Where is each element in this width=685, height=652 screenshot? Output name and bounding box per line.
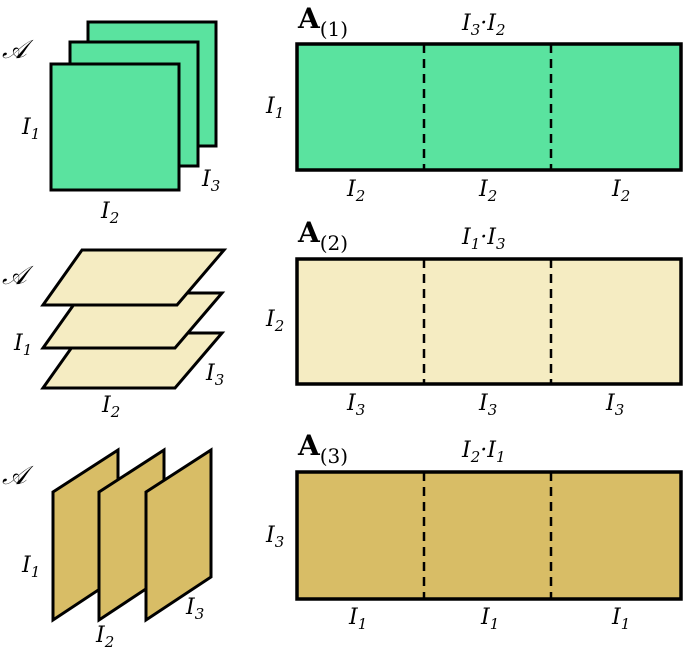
tensor-mode1: 𝒜 I1 I2 I3	[2, 20, 220, 227]
matrix1-body	[295, 42, 683, 172]
tensor-symbol-1: 𝒜	[2, 35, 34, 65]
horizontal-slice-1	[40, 248, 228, 307]
matrix2-body	[295, 257, 683, 386]
tensor-mode3: 𝒜 I1 I2 I3	[2, 447, 213, 651]
tensor3-side-label: I3	[185, 595, 204, 623]
matrix1-block-label-3: I2	[611, 177, 630, 205]
matrix3-block-label-3: I1	[611, 605, 630, 633]
matrix3-height-label: I3	[265, 523, 284, 551]
matrix1-block-label-2: I2	[478, 177, 497, 205]
tensor-mode2: 𝒜 I1 I2 I3	[2, 248, 228, 421]
matrix3-width-label: I2·I1	[461, 438, 506, 466]
matrix1-width-label: I3·I2	[461, 11, 506, 39]
matrix-mode3: A(3) I2·I1 I3 I1 I1 I1	[265, 429, 683, 633]
matrix2-block-label-2: I3	[478, 391, 497, 419]
matrix2-title: A(2)	[297, 216, 348, 255]
frontal-slice-1	[49, 62, 181, 192]
matrix2-height-label: I2	[265, 307, 284, 335]
tensor3-left-label: I1	[21, 553, 40, 581]
matrix1-title: A(1)	[297, 2, 348, 41]
matrix2-width-label: I1·I3	[461, 225, 506, 253]
matrix3-block-label-1: I1	[348, 605, 367, 633]
matrix1-block-label-1: I2	[346, 177, 365, 205]
tensor3-bottom-label: I2	[95, 623, 114, 651]
tensor1-bottom-label: I2	[100, 199, 119, 227]
tensor2-side-label: I3	[205, 361, 224, 389]
tensor1-side-label: I3	[201, 167, 220, 195]
matrix3-body	[295, 470, 683, 601]
matrix-mode2: A(2) I1·I3 I2 I3 I3 I3	[265, 216, 683, 419]
tensor2-left-label: I1	[13, 331, 32, 359]
matrix2-block-label-1: I3	[346, 391, 365, 419]
matrix-mode1: A(1) I3·I2 I1 I2 I2 I2	[265, 2, 683, 205]
tensor1-left-label: I1	[21, 115, 40, 143]
matrix1-height-label: I1	[265, 94, 284, 122]
lateral-slice-3	[144, 447, 213, 623]
tensor-symbol-2: 𝒜	[2, 261, 34, 291]
tensor-symbol-3: 𝒜	[2, 461, 34, 491]
tensor2-bottom-label: I2	[101, 393, 120, 421]
matrix2-block-label-3: I3	[605, 391, 624, 419]
matrix3-block-label-2: I1	[480, 605, 499, 633]
matrix3-title: A(3)	[297, 429, 348, 468]
